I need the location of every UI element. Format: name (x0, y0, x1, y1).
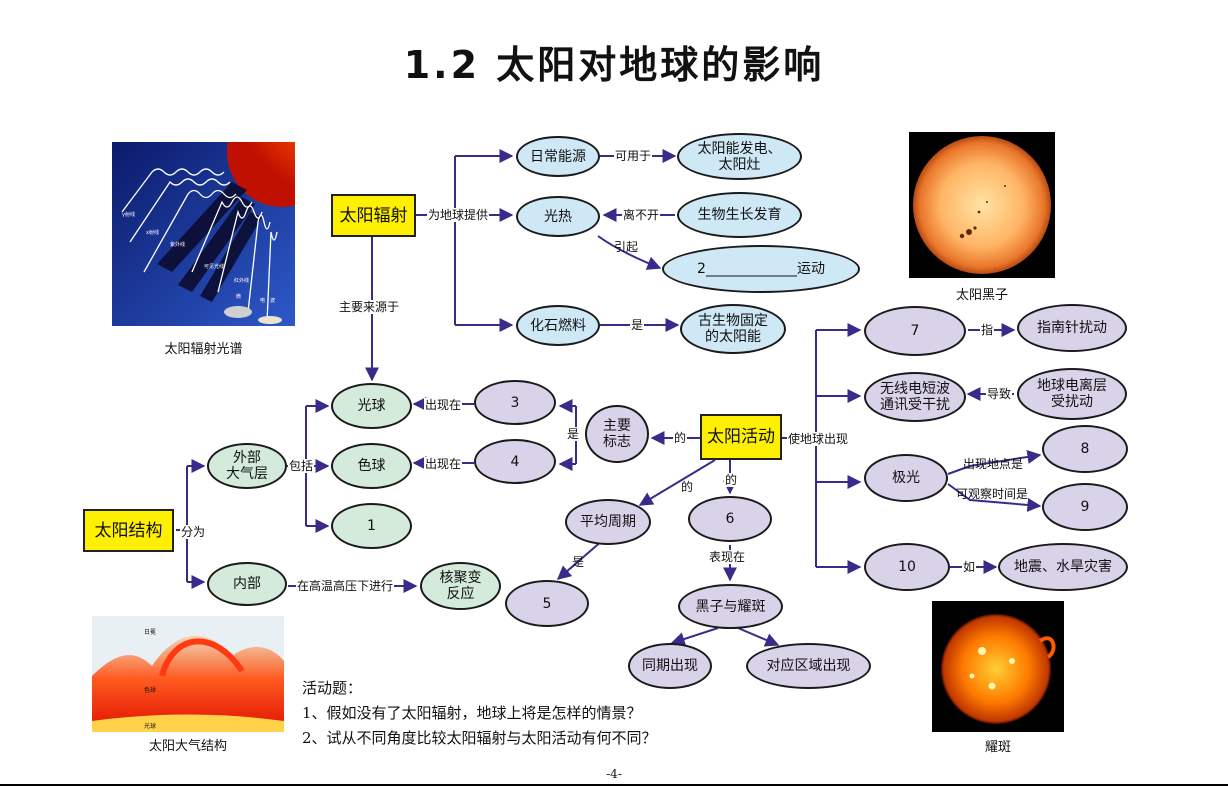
label-is-period: 是 (572, 555, 585, 569)
solar-structure-box: 太阳结构 (83, 509, 174, 552)
node-fossil-fuel: 化石燃料 (516, 305, 600, 346)
node-solar-power: 太阳能发电、 太阳灶 (677, 133, 802, 180)
activity-question-1: 1、假如没有了太阳辐射，地球上将是怎样的情景？ (302, 704, 642, 722)
spectrum-label-electric: 电 (260, 297, 265, 304)
caption-spectrum: 太阳辐射光谱 (164, 342, 243, 357)
node-same-region: 对应区域出现 (746, 643, 871, 689)
label-of-sign: 的 (673, 431, 688, 445)
label-lead-to: 导致 (986, 387, 1013, 401)
spectrum-label-ir: 红外线 (234, 277, 249, 284)
label-is-bracket: 是 (566, 427, 581, 441)
label-make-earth: 使地球出现 (787, 432, 850, 446)
atmosphere-label-photosphere: 光球 (144, 722, 156, 730)
label-main-source: 主要来源于 (338, 300, 401, 314)
node-blank-9: 9 (1042, 483, 1128, 531)
solar-radiation-box: 太阳辐射 (331, 194, 416, 237)
page-number: -4- (606, 767, 622, 781)
atmosphere-figure: 日冕 色球 光球 (92, 616, 284, 732)
node-ancient-bio: 古生物固定 的太阳能 (680, 304, 786, 354)
label-location: 出现地点是 (963, 457, 1024, 471)
node-main-sign: 主要 标志 (585, 405, 649, 463)
node-disasters: 地震、水旱灾害 (998, 543, 1128, 591)
page-title: 1.2 太阳对地球的影响 (403, 43, 825, 87)
caption-sunspots: 太阳黑子 (955, 288, 1008, 303)
activity-heading: 活动题： (302, 679, 363, 697)
label-of-6: 的 (724, 473, 739, 487)
node-light-heat: 光热 (516, 196, 600, 237)
node-outer-atmosphere: 外部 大气层 (207, 443, 287, 489)
node-daily-energy: 日常能源 (516, 136, 600, 177)
label-appear-in-4: 出现在 (424, 457, 463, 471)
label-of-period: 的 (681, 480, 694, 494)
spectrum-figure: γ射线 x射线 紫外线 可见光线 红外线 微 电 波 (112, 142, 295, 326)
label-show-in: 表现在 (708, 550, 747, 564)
caption-atmosphere: 太阳大气结构 (148, 739, 227, 754)
node-blank-10: 10 (864, 543, 950, 591)
node-blank-8: 8 (1042, 425, 1128, 473)
atmosphere-label-chromosphere: 色球 (144, 686, 156, 694)
node-blank-5: 5 (505, 580, 589, 627)
label-cannot-without: 离不开 (622, 208, 661, 222)
spectrum-label-uv: 紫外线 (170, 241, 185, 248)
label-is-fossil: 是 (630, 318, 645, 332)
spectrum-label-gamma: γ射线 (122, 211, 135, 218)
activity-section: 活动题： 1、假如没有了太阳辐射，地球上将是怎样的情景？ 2、试从不同角度比较太… (302, 676, 657, 751)
spectrum-label-micro: 微 (236, 293, 241, 300)
node-photosphere: 光球 (331, 383, 412, 429)
label-such-as: 如 (962, 560, 977, 574)
node-blank-2: 2_____________运动 (662, 245, 860, 293)
node-spots-flares: 黑子与耀斑 (678, 584, 783, 629)
label-cause: 引起 (614, 240, 639, 254)
label-divide: 分为 (180, 525, 207, 539)
spectrum-label-visible: 可见光线 (204, 263, 224, 270)
spectrum-label-wave: 波 (270, 297, 275, 304)
sunspots-figure (909, 132, 1055, 278)
node-bio-growth: 生物生长发育 (677, 192, 802, 238)
node-chromosphere: 色球 (331, 443, 412, 489)
activity-question-2: 2、试从不同角度比较太阳辐射与太阳活动有何不同？ (302, 729, 657, 747)
node-compass: 指南针扰动 (1017, 304, 1127, 352)
caption-flares: 耀斑 (984, 740, 1011, 755)
node-aurora: 极光 (864, 454, 948, 502)
node-fusion: 核聚变 反应 (420, 562, 501, 610)
label-appear-in-3: 出现在 (424, 398, 463, 412)
node-radio: 无线电短波 通讯受干扰 (864, 372, 966, 422)
label-can-use: 可用于 (614, 149, 653, 163)
node-blank-4: 4 (474, 439, 556, 484)
node-blank-6: 6 (688, 496, 772, 542)
node-ionosphere: 地球电离层 受扰动 (1017, 368, 1127, 420)
node-blank-1: 1 (331, 503, 412, 549)
node-blank-3: 3 (474, 380, 556, 425)
flares-figure (932, 601, 1064, 732)
label-include: 包括 (288, 459, 315, 473)
node-blank-7: 7 (864, 306, 966, 356)
spectrum-label-xray: x射线 (146, 229, 159, 236)
node-avg-period: 平均周期 (565, 499, 651, 545)
bottom-rule (0, 784, 1228, 786)
label-provide: 为地球提供 (427, 208, 490, 222)
atmosphere-label-corona: 日冕 (144, 629, 156, 636)
node-interior: 内部 (207, 562, 287, 606)
label-high-temp: 在高温高压下进行 (296, 579, 395, 593)
solar-activity-box: 太阳活动 (700, 414, 782, 460)
node-same-period: 同期出现 (628, 643, 712, 689)
label-observe-time: 可观察时间是 (956, 487, 1029, 501)
label-point: 指 (980, 323, 995, 337)
